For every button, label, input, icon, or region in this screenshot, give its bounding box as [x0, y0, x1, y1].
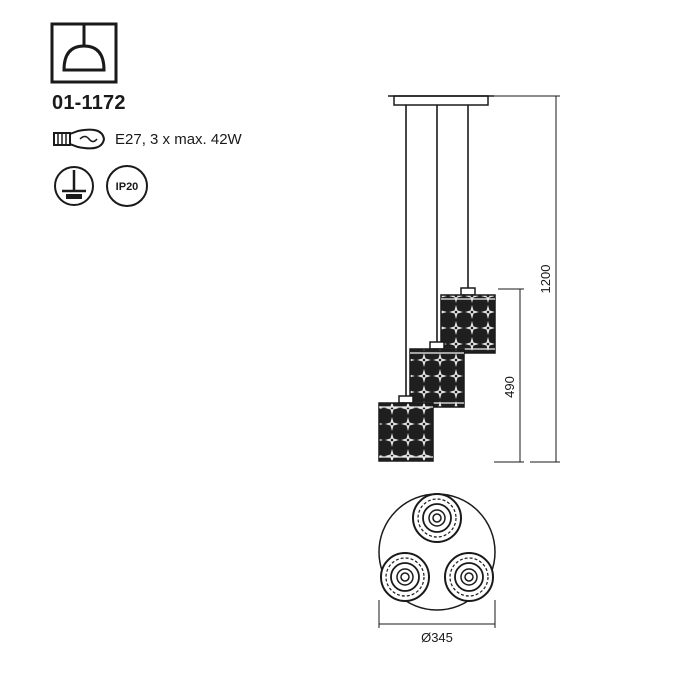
shade-lower: [378, 395, 434, 462]
top-view: Ø345: [378, 493, 496, 645]
ip-rating-badge: IP20: [106, 165, 148, 207]
ceiling-mount-icon: [54, 166, 94, 206]
pendant-lamp-icon: [50, 22, 118, 84]
dimension-canopy-diameter: [378, 600, 496, 628]
suspension-cords: [405, 105, 469, 398]
ceiling-canopy: [388, 95, 494, 106]
bulb-icon: [53, 128, 106, 150]
dimension-total-height: [490, 95, 560, 463]
shade-middle: [409, 341, 465, 408]
product-code: 01-1172: [52, 92, 126, 114]
top-view-shade-right: [444, 552, 494, 602]
top-view-shade-left: [380, 552, 430, 602]
dimension-total-height-label: 1200: [538, 265, 553, 294]
lamp-spec: E27, 3 x max. 42W: [115, 131, 242, 148]
dimension-shade-drop-label: 490: [502, 376, 517, 398]
shade-upper: [440, 287, 496, 354]
top-view-shade-top: [412, 493, 462, 543]
ip-rating-label: IP20: [116, 181, 139, 193]
dimension-canopy-diameter-label: Ø345: [421, 630, 453, 645]
dimension-shade-drop: [494, 288, 524, 463]
